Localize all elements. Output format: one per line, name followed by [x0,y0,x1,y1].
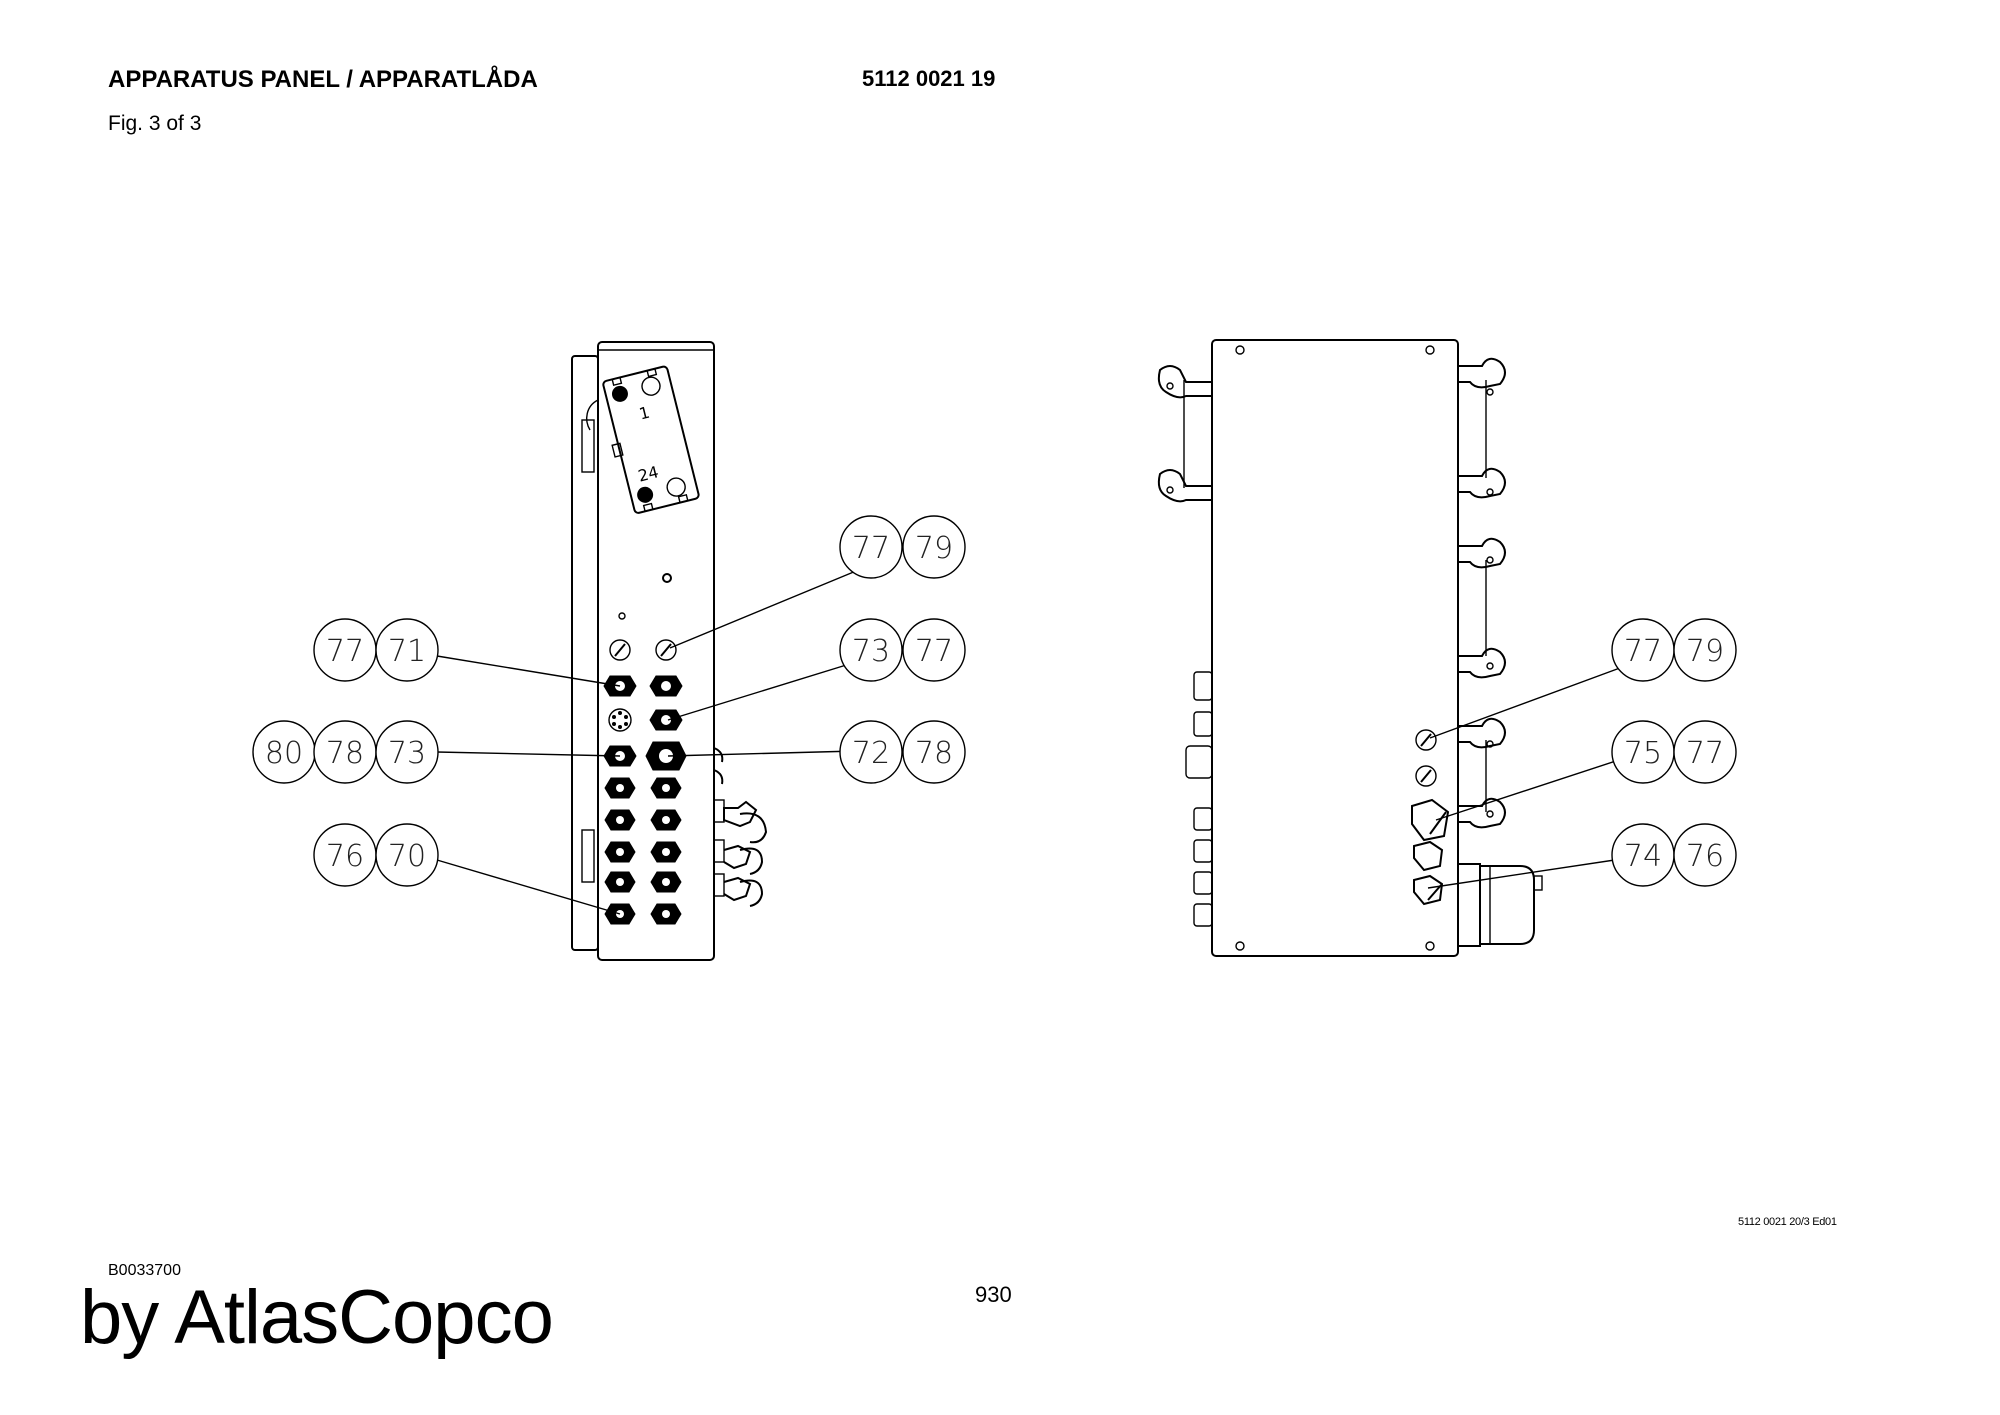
callout-number: 77 [326,634,364,669]
left-mounting-brackets [1157,365,1213,503]
callout-number: 76 [1686,839,1724,874]
round-socket-icon [608,708,632,732]
callout-75-77: 75 77 [1611,720,1737,784]
callout-80-78-73: 80 78 73 [252,720,439,784]
callout-number: 79 [915,531,953,566]
callout-number: 78 [915,736,953,771]
callout-number: 73 [388,736,426,771]
left-leader-lines [436,570,857,915]
side-glands [1185,671,1213,927]
callout-77-79-left: 77 79 [839,515,966,579]
brand-logo-text: by AtlasCopco [80,1275,554,1360]
fuse-holder-icon [609,639,677,661]
side-fittings [713,747,768,907]
callout-number: 77 [1624,634,1662,669]
callout-number: 78 [326,736,364,771]
callout-number: 79 [1686,634,1724,669]
callout-72-78: 72 78 [839,720,966,784]
callout-76-70: 76 70 [313,823,439,887]
left-panel-view: 1 24 [571,341,768,961]
callout-number: 71 [388,634,426,669]
callout-number: 77 [915,634,953,669]
callout-number: 76 [326,839,364,874]
right-leader-lines [1427,664,1629,889]
document-id: B0033700 [108,1262,181,1279]
callout-number: 74 [1624,839,1662,874]
callout-number: 72 [852,736,890,771]
motor-unit [1457,863,1543,947]
callout-number: 75 [1624,736,1662,771]
cable-gland-icons [603,675,687,925]
callout-number: 77 [1686,736,1724,771]
multi-connector: 1 24 [602,365,700,514]
callout-number: 70 [388,839,426,874]
callout-number: 73 [852,634,890,669]
callout-number: 77 [852,531,890,566]
callout-77-71: 77 71 [313,618,439,682]
figure-label: Fig. 3 of 3 [108,112,202,135]
connector-label-top: 1 [637,403,651,424]
fuse-holder-icon [1415,729,1437,787]
page-number: 930 [975,1282,1012,1307]
connector-label-bottom: 24 [636,462,660,485]
part-number: 5112 0021 19 [862,66,996,91]
page-title: APPARATUS PANEL / APPARATLÅDA [108,66,538,93]
drawing-reference: 5112 0021 20/3 Ed01 [1738,1216,1837,1228]
callout-74-76: 74 76 [1611,823,1737,887]
right-panel-view [1157,339,1543,957]
callout-77-79-right: 77 79 [1611,618,1737,682]
right-mounting-brackets [1457,357,1506,829]
callout-73-77: 73 77 [839,618,966,682]
callout-number: 80 [265,736,303,771]
